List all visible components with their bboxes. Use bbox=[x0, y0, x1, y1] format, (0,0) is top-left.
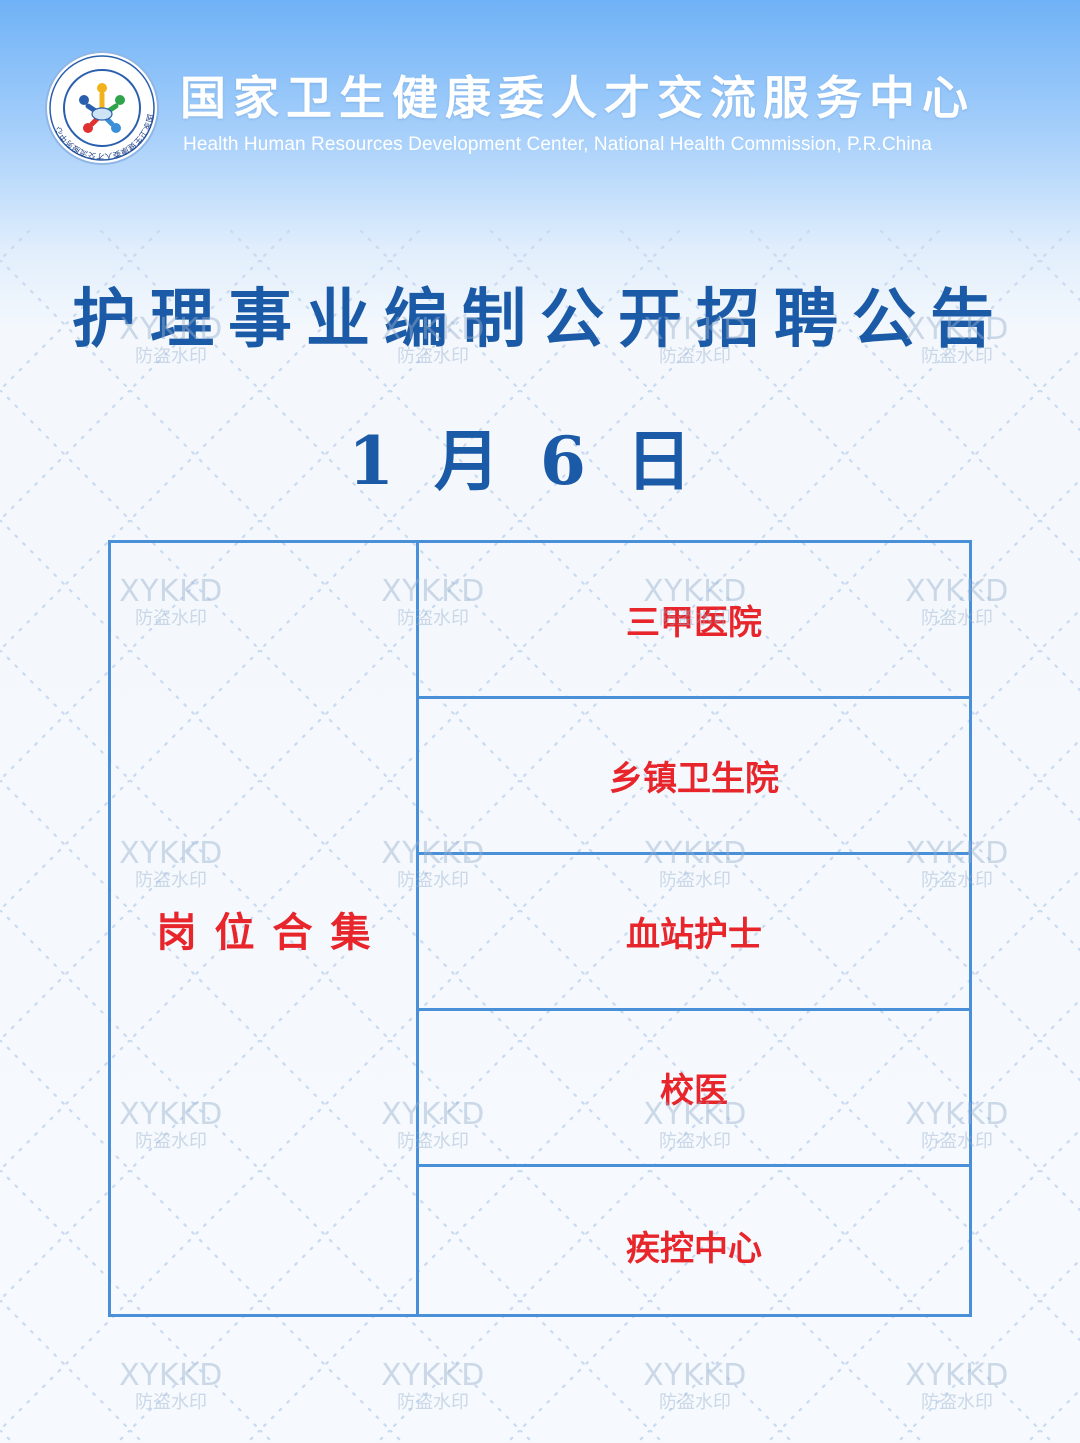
positions-table: 岗位合集 三甲医院 乡镇卫生院 血站护士 校医 疾控中心 bbox=[108, 540, 972, 1317]
organization-name-english: Health Human Resources Development Cente… bbox=[183, 134, 932, 155]
position-label: 疾控中心 bbox=[626, 1228, 762, 1269]
position-label: 乡镇卫生院 bbox=[609, 759, 779, 799]
page-title: 护理事业编制公开招聘公告 bbox=[72, 282, 1008, 357]
announcement-date: 1月6日 bbox=[348, 422, 732, 500]
position-label: 三甲医院 bbox=[626, 603, 762, 643]
table-row: 血站护士 bbox=[419, 855, 969, 1011]
position-label: 校医 bbox=[660, 1071, 728, 1111]
table-row: 疾控中心 bbox=[419, 1167, 969, 1323]
organization-seal-logo: 国家卫生健康委人才交流服务中心 bbox=[44, 50, 160, 166]
table-row: 校医 bbox=[419, 1011, 969, 1167]
positions-list: 三甲医院 乡镇卫生院 血站护士 校医 疾控中心 bbox=[419, 543, 969, 1314]
organization-name: 国家卫生健康委人才交流服务中心 bbox=[180, 71, 975, 125]
category-label: 岗位合集 bbox=[156, 908, 389, 956]
table-row: 三甲医院 bbox=[419, 543, 969, 699]
category-cell: 岗位合集 bbox=[111, 543, 419, 1314]
position-label: 血站护士 bbox=[626, 915, 762, 955]
table-row: 乡镇卫生院 bbox=[419, 699, 969, 855]
